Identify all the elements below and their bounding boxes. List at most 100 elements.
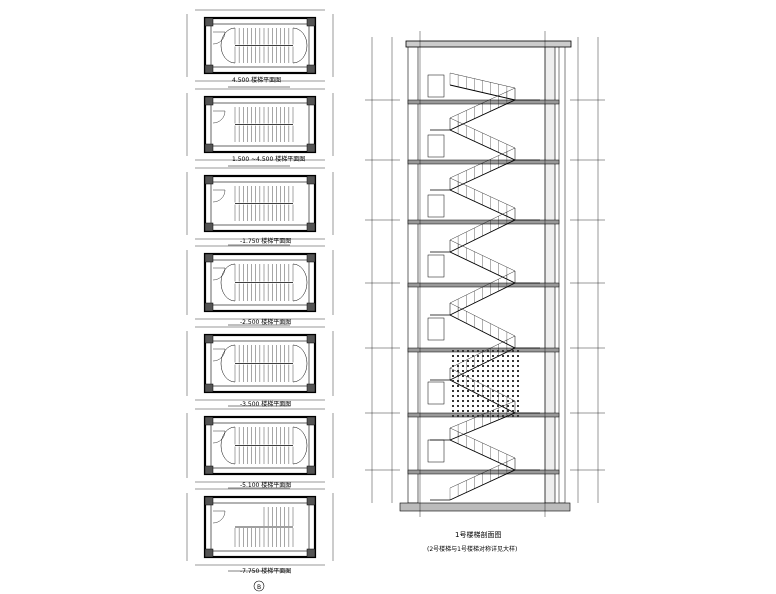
- floor-slab: [407, 282, 560, 288]
- hatch-dot: [507, 350, 509, 352]
- plan-column: [204, 17, 214, 27]
- hatch-dot: [477, 410, 479, 412]
- hatch-dot: [482, 375, 484, 377]
- floor-slab: [407, 469, 560, 475]
- plan-column: [306, 334, 316, 344]
- hatch-dot: [462, 395, 464, 397]
- hatch-dot: [472, 375, 474, 377]
- plan-column: [204, 222, 214, 232]
- hatch-dot: [512, 360, 514, 362]
- hatch-dot: [472, 395, 474, 397]
- stair-plans-column: [186, 9, 334, 572]
- hatch-dot: [487, 355, 489, 357]
- hatch-dot: [517, 365, 519, 367]
- hatch-dot: [477, 365, 479, 367]
- hatch-dot: [472, 390, 474, 392]
- hatch-dot: [452, 385, 454, 387]
- hatch-dot: [507, 410, 509, 412]
- hatch-dot: [457, 390, 459, 392]
- hatch-dot: [487, 405, 489, 407]
- door-opening: [427, 317, 445, 341]
- hatch-dot: [467, 350, 469, 352]
- hatch-dot: [492, 400, 494, 402]
- section-subtitle: (2号楼梯与1号楼梯对称详见大样): [427, 545, 517, 553]
- plan-column: [204, 253, 214, 263]
- hatch-dot: [457, 410, 459, 412]
- hatch-dot: [507, 360, 509, 362]
- hatch-dot: [477, 360, 479, 362]
- hatch-dot: [457, 360, 459, 362]
- foundation: [399, 502, 571, 512]
- plan-column: [306, 302, 316, 312]
- plan-column: [306, 175, 316, 185]
- hatch-dot: [462, 405, 464, 407]
- hatch-dot: [487, 390, 489, 392]
- hatch-dot: [497, 415, 499, 417]
- hatch-dot: [457, 365, 459, 367]
- plan-column: [204, 496, 214, 506]
- door-swing: [212, 430, 226, 444]
- hatch-dot: [472, 355, 474, 357]
- hatch-dot: [482, 405, 484, 407]
- hatch-dot: [497, 360, 499, 362]
- hatch-dot: [472, 365, 474, 367]
- hatch-dot: [487, 400, 489, 402]
- hatch-dot: [467, 380, 469, 382]
- hatch-dot: [457, 385, 459, 387]
- hatch-dot: [467, 395, 469, 397]
- hatch-dot: [502, 395, 504, 397]
- plan-column: [204, 383, 214, 393]
- hatch-dot: [487, 385, 489, 387]
- hatch-dot: [462, 410, 464, 412]
- plan-column: [204, 465, 214, 475]
- plan-column: [204, 143, 214, 153]
- hatch-dot: [497, 375, 499, 377]
- door-swing: [212, 31, 226, 45]
- hatch-dot: [517, 395, 519, 397]
- plan-wall-outer: [203, 495, 317, 559]
- floor-slab: [407, 219, 560, 225]
- hatch-dot: [502, 390, 504, 392]
- landing-arc: [292, 344, 308, 383]
- hatch-dot: [502, 380, 504, 382]
- plan-wall-outer: [203, 415, 317, 476]
- hatch-dot: [472, 360, 474, 362]
- section-title: 1号楼梯剖面图: [455, 530, 501, 539]
- hatch-dot: [467, 375, 469, 377]
- hatch-dot: [467, 370, 469, 372]
- hatch-dot: [467, 390, 469, 392]
- hatch-dot: [502, 410, 504, 412]
- hatch-dot: [472, 400, 474, 402]
- plan-column: [204, 96, 214, 106]
- hatch-dot: [472, 405, 474, 407]
- hatch-dot: [512, 390, 514, 392]
- hatch-dot: [517, 360, 519, 362]
- door-swing: [212, 510, 226, 524]
- hatch-dot: [462, 400, 464, 402]
- hatch-dot: [507, 365, 509, 367]
- door-opening: [427, 381, 445, 405]
- plan-caption-3: -1.750 楼梯平面图: [240, 237, 291, 245]
- hatch-dot: [482, 355, 484, 357]
- hatch-dot: [502, 355, 504, 357]
- hatch-dot: [497, 370, 499, 372]
- hatch-dot: [507, 415, 509, 417]
- hatch-dot: [517, 385, 519, 387]
- hatch-dot: [517, 355, 519, 357]
- hatch-dot: [462, 360, 464, 362]
- stair-section-view: [365, 31, 605, 517]
- hatch-dot: [502, 350, 504, 352]
- hatch-dot: [497, 385, 499, 387]
- plan-column: [204, 175, 214, 185]
- hatch-dot: [487, 415, 489, 417]
- section-wall-left: [407, 44, 419, 504]
- hatch-dot: [467, 360, 469, 362]
- hatch-dot: [492, 385, 494, 387]
- hatch-dot: [487, 360, 489, 362]
- hatch-dot: [452, 405, 454, 407]
- hatch-dot: [507, 395, 509, 397]
- hatch-dot: [482, 390, 484, 392]
- hatch-dot: [467, 400, 469, 402]
- hatch-dot: [472, 350, 474, 352]
- plan-column: [204, 302, 214, 312]
